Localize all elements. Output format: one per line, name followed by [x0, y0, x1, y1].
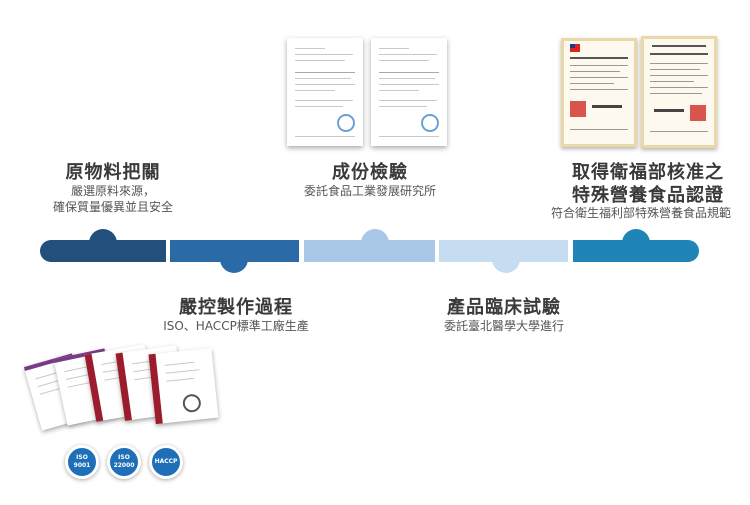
step-5-title-line-1: 取得衛福部核准之: [572, 162, 724, 183]
step-1-desc-line-2: 確保質量優異並且安全: [52, 200, 173, 214]
step-2-title: 嚴控製作過程: [179, 297, 293, 318]
step-4-desc: 委託臺北醫學大學進行: [443, 319, 564, 333]
timeline-knob-2: [220, 245, 248, 273]
timeline-knob-4: [492, 245, 520, 273]
iso-9001-badge-bottom: 9001: [73, 462, 91, 469]
iso-22000-badge: ISO 22000: [107, 445, 141, 479]
timeline-knob-3: [361, 229, 389, 257]
timeline-knob-1: [89, 229, 117, 257]
step-1-desc-line-1: 嚴選原料來源，: [70, 184, 155, 198]
haccp-badge: HACCP: [149, 445, 183, 479]
step-2-desc: ISO、HACCP標準工廠生產: [163, 319, 309, 333]
iso-22000-badge-top: ISO: [118, 454, 130, 461]
step-3-title: 成份檢驗: [332, 162, 408, 183]
step-1-title: 原物料把關: [65, 162, 161, 183]
iso-certificates-image: [23, 344, 222, 440]
step-3-desc: 委託食品工業發展研究所: [303, 184, 436, 198]
step-5-title-line-2: 特殊營養食品認證: [572, 185, 724, 206]
test-report-image-2: [371, 38, 447, 146]
haccp-badge-label: HACCP: [154, 458, 178, 465]
test-report-image-1: [287, 38, 363, 146]
step-4-title: 產品臨床試驗: [447, 297, 561, 318]
iso-9001-badge: ISO 9001: [65, 445, 99, 479]
certificate-image-2: [641, 36, 717, 148]
iso-22000-badge-bottom: 22000: [113, 462, 135, 469]
step-5-desc: 符合衛生福利部特殊營養食品規範: [550, 206, 731, 220]
timeline-knob-5: [622, 229, 650, 257]
iso-9001-badge-top: ISO: [76, 454, 88, 461]
certificate-image-1: [561, 38, 637, 147]
